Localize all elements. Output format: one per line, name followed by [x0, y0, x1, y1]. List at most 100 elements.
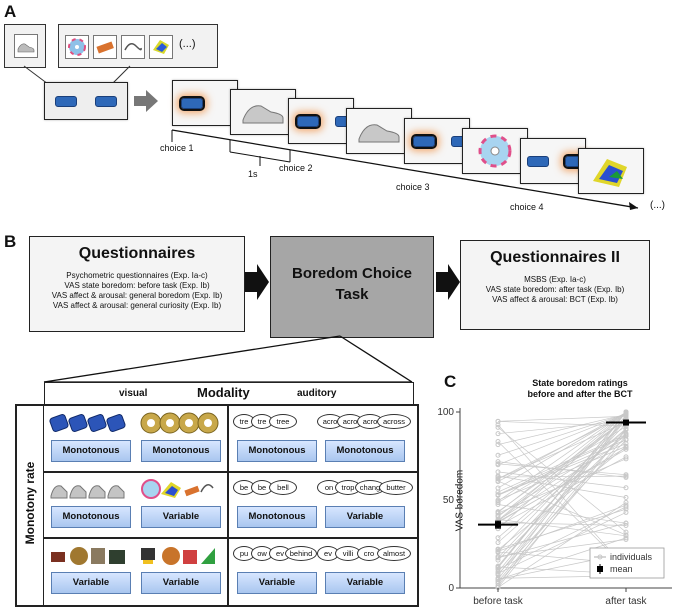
individual-point — [623, 485, 629, 491]
grid-divider-row-2 — [43, 537, 417, 539]
individual-point — [495, 509, 501, 515]
individual-point — [495, 424, 501, 430]
individual-point — [495, 547, 501, 553]
x-tick-label: before task — [473, 596, 523, 607]
individual-point — [623, 456, 629, 462]
legend-box — [589, 547, 665, 579]
individual-point — [623, 426, 629, 432]
individual-line — [497, 504, 627, 524]
legend-individuals-marker — [597, 554, 603, 560]
individual-point — [623, 495, 629, 501]
cd-icon — [478, 134, 512, 168]
individual-line — [497, 512, 627, 574]
individual-point — [623, 499, 629, 505]
stimulus-type-button: Monotonous — [237, 440, 317, 462]
stimulus-type-button: Variable — [325, 506, 405, 528]
individual-line — [497, 519, 627, 537]
cd-thumbnail — [65, 35, 89, 59]
flow-arrow-1 — [245, 264, 269, 300]
trial-slide-1 — [172, 80, 238, 126]
mean-point — [623, 419, 629, 426]
word-bubble: across — [377, 414, 411, 429]
individual-line — [497, 504, 627, 552]
y-tick-label: 0 — [448, 583, 454, 594]
visual-label: visual — [119, 388, 148, 399]
timeline-axis — [171, 129, 639, 210]
flow-arrow-2 — [436, 264, 460, 300]
individual-point — [495, 418, 501, 424]
trial-slide-5 — [404, 118, 473, 164]
cable-thumbnail — [121, 35, 145, 59]
shoe-icons — [50, 485, 125, 499]
battery-icons — [49, 414, 126, 432]
individual-line — [497, 413, 627, 466]
stimulus-type-button: Monotonous — [51, 506, 131, 528]
questionnaire-line: VAS affect & arousal: general curiosity … — [52, 301, 222, 310]
individual-line — [497, 414, 627, 445]
individual-point — [495, 452, 501, 458]
questionnaire-line: Psychometric questionnaires (Exp. Ia-c) — [66, 271, 208, 280]
modality-grid: Monotony rate Monotonous Monotonous tre … — [15, 404, 419, 607]
auditory-label: auditory — [297, 388, 337, 399]
sequence-arrow — [134, 90, 158, 112]
monotony-label: Monotony rate — [23, 461, 37, 545]
individual-point — [623, 446, 629, 452]
individual-line — [497, 435, 627, 516]
individual-line — [497, 443, 627, 496]
selected-option — [295, 114, 321, 129]
stimulus-type-button: Monotonous — [51, 440, 131, 462]
panel-a-letter: A — [4, 2, 17, 21]
individual-point — [495, 557, 501, 563]
individual-point — [495, 502, 501, 508]
y-tick-label: 100 — [437, 407, 454, 418]
trial-slide-6 — [462, 128, 528, 174]
individual-point — [495, 422, 501, 428]
legend-individuals-label: individuals — [610, 552, 653, 562]
individual-line — [497, 447, 627, 523]
trial-slide-3 — [288, 98, 357, 144]
left-option — [55, 96, 77, 107]
individual-point — [495, 461, 501, 467]
individual-line — [497, 411, 627, 513]
individual-point — [623, 454, 629, 460]
individual-line — [497, 502, 627, 588]
individual-point — [495, 549, 501, 555]
trial-slide-7 — [520, 138, 589, 184]
choice-4-label: choice 4 — [510, 202, 544, 212]
questionnaires-box: Questionnaires Psychometric questionnair… — [29, 236, 245, 332]
shoe-icon — [358, 124, 400, 143]
grid-divider-vertical — [227, 406, 229, 605]
individual-point — [623, 441, 629, 447]
monotony-axis: Monotony rate — [17, 406, 44, 605]
word-bubble: chang — [355, 480, 385, 495]
individual-line — [497, 475, 627, 498]
trial-slide-2 — [230, 89, 296, 135]
stimulus-type-button: Variable — [325, 572, 405, 594]
individual-point — [623, 410, 629, 416]
individual-point — [495, 478, 501, 484]
trial-slide-8 — [578, 148, 644, 194]
word-bubble: almost — [377, 546, 411, 561]
individual-point — [623, 502, 629, 508]
brick-thumbnail — [93, 35, 117, 59]
word-bubble: tree — [269, 414, 297, 429]
individual-point — [495, 459, 501, 465]
variable-stimuli-box: (...) — [58, 24, 218, 68]
individual-line — [497, 423, 627, 559]
individual-line — [497, 415, 627, 422]
individual-line — [497, 508, 627, 550]
individual-line — [497, 413, 627, 530]
grid-divider-row-1 — [43, 471, 417, 473]
stimulus-type-button: Variable — [141, 506, 221, 528]
questionnaire-line: VAS state boredom: before task (Exp. Ib) — [64, 281, 210, 290]
individual-point — [495, 442, 501, 448]
questionnaire-ii-line: MSBS (Exp. Ia-c) — [524, 275, 586, 284]
individual-point — [495, 540, 501, 546]
individual-point — [495, 431, 501, 437]
questionnaires-ii-title: Questionnaires II — [490, 249, 620, 266]
individual-line — [497, 429, 627, 543]
individual-line — [497, 522, 627, 559]
word-bubble: behind — [285, 546, 317, 561]
stimulus-type-button: Monotonous — [141, 440, 221, 462]
individual-point — [495, 469, 501, 475]
